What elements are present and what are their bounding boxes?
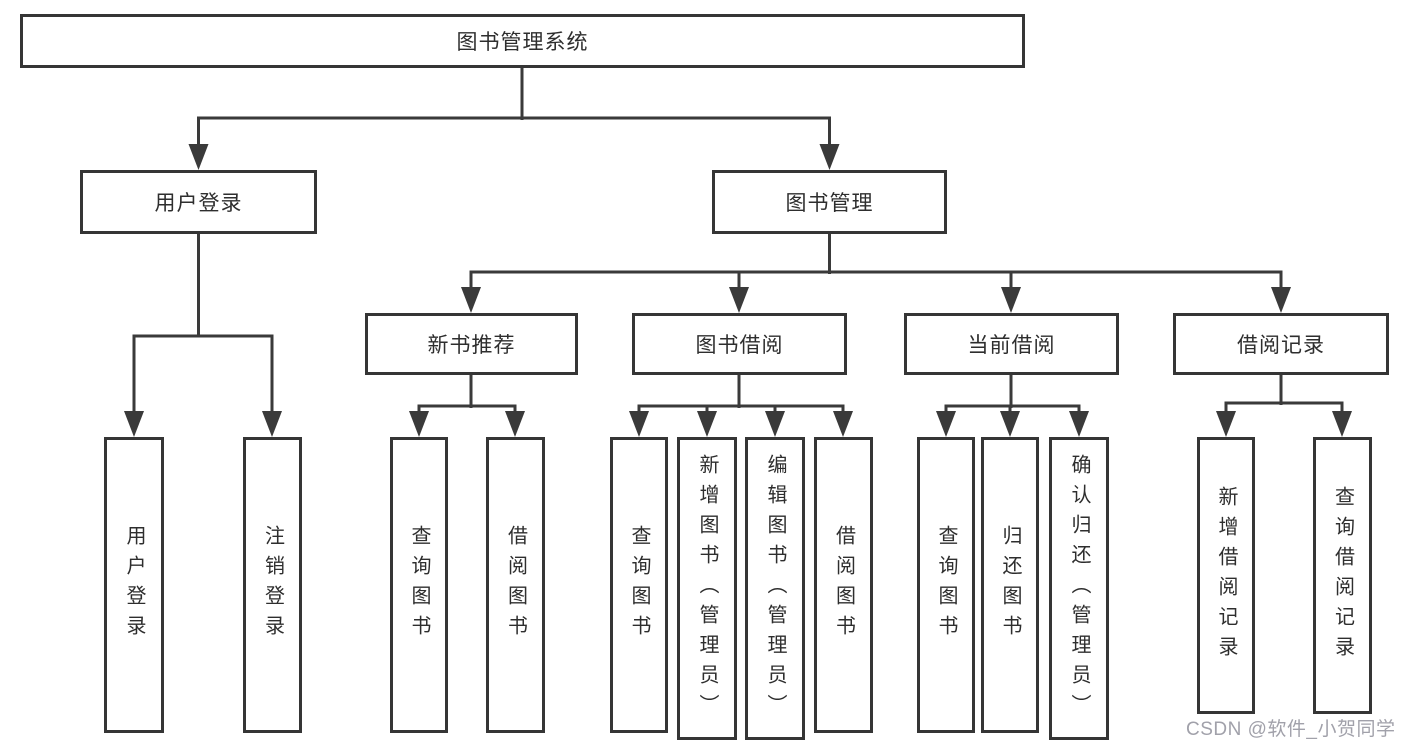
node-query-borrow-record: 查询借阅记录	[1313, 437, 1372, 714]
arrow-down-icon	[1216, 411, 1236, 437]
node-label: 图书管理	[785, 192, 874, 215]
node-query-books-current: 查询图书	[917, 437, 975, 733]
node-label: 借阅图书	[504, 525, 527, 645]
arrow-down-icon	[629, 411, 649, 437]
node-logout: 注销登录	[243, 437, 302, 733]
arrow-down-icon	[936, 411, 956, 437]
node-label: 注销登录	[261, 525, 284, 645]
arrow-down-icon	[1001, 287, 1021, 313]
node-query-books-recommend: 查询图书	[390, 437, 448, 733]
node-label: 当前借阅	[967, 334, 1056, 357]
node-user-login-leaf: 用户登录	[104, 437, 164, 733]
node-confirm-return-admin: 确认归还（管理员）	[1049, 437, 1109, 740]
arrow-down-icon	[1271, 287, 1291, 313]
arrow-down-icon	[1332, 411, 1352, 437]
arrow-down-icon	[833, 411, 853, 437]
node-user-login: 用户登录	[80, 170, 317, 234]
watermark-text: CSDN @软件_小贺同学	[1186, 719, 1396, 740]
node-book-borrow: 图书借阅	[632, 313, 847, 375]
node-return-books: 归还图书	[981, 437, 1039, 733]
node-label: 归还图书	[999, 525, 1021, 645]
arrow-down-icon	[697, 411, 717, 437]
arrow-down-icon	[505, 411, 525, 437]
node-label: 确认归还（管理员）	[1068, 453, 1090, 724]
node-query-books-borrow: 查询图书	[610, 437, 668, 733]
node-label: 查询图书	[408, 525, 430, 645]
arrow-down-icon	[124, 411, 144, 437]
node-add-borrow-record: 新增借阅记录	[1197, 437, 1255, 714]
arrow-down-icon	[1069, 411, 1089, 437]
node-label: 新增图书（管理员）	[696, 453, 718, 724]
node-add-books-admin: 新增图书（管理员）	[677, 437, 737, 740]
node-label: 用户登录	[123, 525, 145, 645]
node-label: 借阅记录	[1237, 334, 1325, 357]
arrow-down-icon	[188, 144, 209, 170]
node-borrow-books-recommend: 借阅图书	[486, 437, 545, 733]
arrow-down-icon	[765, 411, 785, 437]
arrow-down-icon	[729, 287, 749, 313]
node-label: 查询借阅记录	[1331, 485, 1354, 666]
node-label: 新书推荐	[427, 334, 516, 357]
arrow-down-icon	[461, 287, 481, 313]
node-label: 查询图书	[628, 525, 650, 645]
arrow-down-icon	[409, 411, 429, 437]
node-label: 查询图书	[935, 525, 957, 645]
node-label: 图书借阅	[695, 334, 784, 357]
node-label: 借阅图书	[832, 525, 855, 645]
arrow-down-icon	[262, 411, 282, 437]
node-label: 图书管理系统	[456, 31, 589, 54]
node-book-management: 图书管理	[712, 170, 947, 234]
arrow-down-icon	[819, 144, 840, 170]
arrowheads	[124, 144, 1352, 437]
node-borrow-records: 借阅记录	[1173, 313, 1389, 375]
node-label: 新增借阅记录	[1215, 485, 1237, 666]
node-book-management-system: 图书管理系统	[20, 14, 1025, 68]
arrow-down-icon	[1000, 411, 1020, 437]
node-current-borrow: 当前借阅	[904, 313, 1119, 375]
node-label: 用户登录	[154, 192, 243, 215]
node-edit-books-admin: 编辑图书（管理员）	[745, 437, 805, 740]
node-label: 编辑图书（管理员）	[764, 453, 786, 724]
node-new-book-recommend: 新书推荐	[365, 313, 578, 375]
node-borrow-books: 借阅图书	[814, 437, 873, 733]
